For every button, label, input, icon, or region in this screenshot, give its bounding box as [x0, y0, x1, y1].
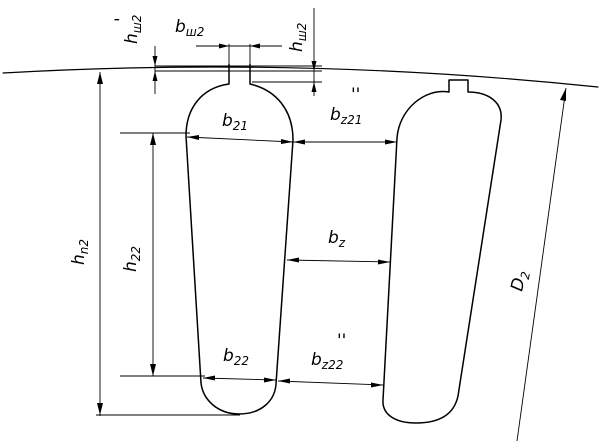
- label-b22: b22: [223, 346, 249, 368]
- arrow-bsh2-right: [250, 43, 260, 49]
- label-b21-sub: 21: [233, 119, 248, 133]
- label-hsh2-prime: hш2 ': [112, 15, 144, 44]
- dim-line-D2: [516, 87, 567, 442]
- label-bz21-mark: '': [351, 85, 360, 105]
- arrow-hsh2-top: [311, 61, 317, 71]
- label-hsh2-prime-main: h: [122, 33, 142, 44]
- arrow-hsh2-prime-bottom: [152, 71, 158, 81]
- svg-text:hш2: hш2: [122, 15, 144, 44]
- rotor-surface-arc: [2, 66, 599, 88]
- dim-line-b21: [186, 136, 294, 143]
- arrow-bz22-left: [278, 378, 290, 384]
- arrow-h22-top: [150, 133, 156, 145]
- label-bsh2-main: b: [175, 17, 186, 37]
- svg-text:bz22: bz22: [311, 350, 343, 372]
- left-slot-outline: [185, 64, 294, 415]
- dim-line-bz22: [277, 380, 384, 386]
- label-h22: h22: [121, 246, 143, 272]
- arrow-bz-left: [287, 257, 299, 263]
- arrow-hsh2-bottom: [311, 82, 317, 92]
- label-bz21-sub: z21: [340, 113, 363, 127]
- label-bz22: bz22 '': [311, 331, 346, 372]
- arrow-b22-left: [203, 375, 215, 381]
- arrow-D2-top: [560, 88, 566, 101]
- label-hsh2-main: h: [287, 41, 307, 52]
- label-bz21: bz21 '': [330, 85, 362, 127]
- arrow-h22-bottom: [150, 364, 156, 376]
- label-D2: D2: [507, 269, 533, 294]
- label-bz22-mark: '': [337, 331, 346, 351]
- label-D2-main: D: [507, 276, 529, 293]
- arrow-hn2-top: [97, 72, 103, 84]
- label-b21-main: b: [222, 111, 233, 131]
- arrow-b21-right: [281, 139, 293, 144]
- label-bz-sub: z: [338, 236, 346, 250]
- label-b22-main: b: [223, 346, 234, 366]
- arrow-hsh2-prime-top: [152, 56, 158, 66]
- label-hn2-sub: n2: [77, 239, 91, 254]
- label-hn2-main: h: [69, 254, 89, 265]
- label-b22-sub: 22: [234, 354, 249, 368]
- arrow-bsh2-left: [219, 43, 229, 49]
- label-b21: b21: [222, 111, 248, 133]
- arrow-b22-right: [264, 377, 276, 383]
- label-h22-sub: 22: [129, 246, 143, 261]
- label-bsh2-sub: ш2: [186, 25, 205, 39]
- dim-line-b22: [202, 377, 277, 381]
- label-bsh2: bш2: [175, 17, 204, 39]
- arrow-bz22-right: [371, 382, 383, 388]
- svg-text:D2: D2: [507, 269, 533, 294]
- svg-text:h22: h22: [121, 246, 143, 272]
- arrow-bz21-left: [293, 139, 305, 145]
- label-bz: bz: [328, 228, 346, 250]
- svg-text:hш2: hш2: [287, 23, 309, 52]
- label-bz-main: b: [328, 228, 339, 248]
- svg-text:bz21: bz21: [330, 105, 362, 127]
- right-slot-outline: [382, 79, 502, 424]
- label-hsh2-prime-mark: ': [112, 17, 132, 22]
- label-bz22-sub: z22: [321, 358, 344, 372]
- arrow-b21-left: [187, 135, 199, 140]
- arrow-bz-right: [378, 259, 390, 265]
- label-hsh2: hш2: [287, 23, 309, 52]
- label-D2-sub: 2: [518, 270, 533, 280]
- label-bz21-main: b: [330, 105, 341, 125]
- label-hn2: hn2: [69, 239, 91, 265]
- arrow-bz21-right: [385, 139, 397, 145]
- label-hsh2-prime-sub: ш2: [130, 15, 144, 34]
- dim-line-bz: [286, 259, 391, 263]
- arrow-hn2-bottom: [97, 403, 103, 415]
- label-h22-main: h: [121, 261, 141, 272]
- label-bz22-main: b: [311, 350, 322, 370]
- label-hsh2-sub: ш2: [295, 23, 309, 42]
- svg-text:hn2: hn2: [69, 239, 91, 265]
